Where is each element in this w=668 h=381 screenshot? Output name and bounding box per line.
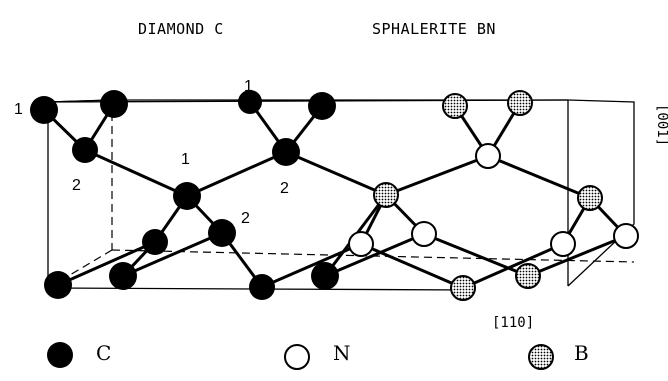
carbon-atom — [44, 271, 72, 299]
nitrogen-atom — [348, 231, 374, 257]
carbon-atom — [173, 182, 201, 210]
legend-nitrogen-swatch — [284, 344, 310, 370]
carbon-atom — [208, 219, 236, 247]
carbon-atom — [272, 138, 300, 166]
carbon-atom — [72, 137, 98, 163]
site-label-2: 2 — [280, 180, 289, 197]
direction-110-label: [110] — [492, 315, 534, 331]
legend-carbon-label: C — [96, 341, 111, 365]
nitrogen-atom — [475, 143, 501, 169]
legend-carbon-swatch — [47, 342, 73, 368]
hidden-edges — [47, 100, 635, 289]
boron-atom — [507, 90, 533, 116]
carbon-atom — [142, 229, 168, 255]
carbon-atom — [311, 262, 339, 290]
boron-atom — [442, 93, 468, 119]
title-sphalerite-bn: SPHALERITE BN — [372, 20, 496, 38]
legend: C N B — [47, 341, 589, 370]
site-label-1: 1 — [14, 101, 23, 118]
legend-nitrogen-label: N — [333, 341, 351, 365]
boron-atom — [373, 182, 399, 208]
direction-001-label: [001] — [654, 104, 668, 146]
boron-atom — [515, 263, 541, 289]
carbon-atom — [109, 262, 137, 290]
legend-boron-swatch — [528, 344, 554, 370]
site-label-2: 2 — [72, 177, 81, 194]
carbon-atoms — [30, 90, 339, 300]
boron-atom — [450, 275, 476, 301]
site-label-2: 2 — [241, 210, 250, 227]
nitrogen-atom — [613, 223, 639, 249]
bonds — [42, 101, 628, 290]
carbon-atom — [100, 90, 128, 118]
nitrogen-atom — [411, 221, 437, 247]
site-label-1: 1 — [181, 151, 190, 168]
boron-atom — [577, 185, 603, 211]
carbon-atom — [249, 274, 275, 300]
carbon-atom — [308, 92, 336, 120]
site-label-1: 1 — [244, 78, 253, 95]
boron-atoms — [373, 90, 603, 301]
nitrogen-atoms — [348, 143, 639, 257]
title-diamond-c: DIAMOND C — [138, 20, 224, 38]
carbon-atom — [238, 90, 262, 114]
legend-boron-label: B — [574, 341, 589, 365]
nitrogen-atom — [550, 231, 576, 257]
carbon-atom — [30, 96, 58, 124]
